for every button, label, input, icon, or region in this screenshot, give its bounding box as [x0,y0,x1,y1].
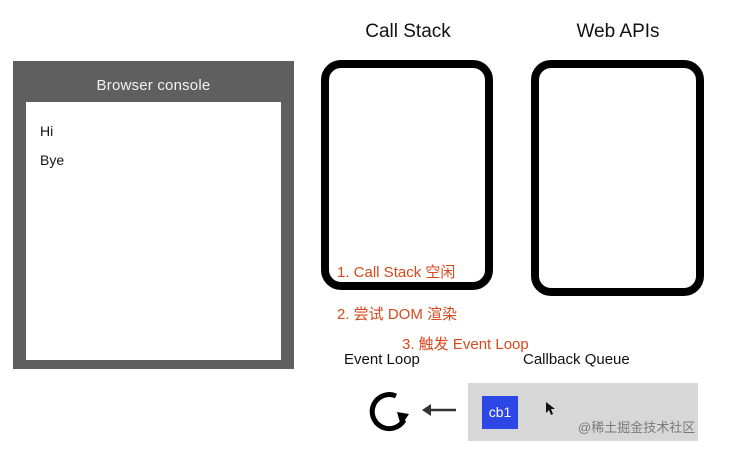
console-line: Bye [40,152,65,168]
step-trigger-event-loop: 3. 触发 Event Loop [402,336,529,353]
web-apis-heading: Web APIs [576,21,660,42]
browser-console: Browser console Hi Bye [13,61,294,369]
watermark: @稀土掘金技术社区 [578,420,696,435]
call-stack-heading: Call Stack [365,21,451,42]
web-apis-box [531,60,704,296]
circular-arrow-icon [369,392,409,432]
mouse-cursor-icon [546,402,555,415]
callback-queue: cb1 [468,383,698,441]
step-try-dom-render: 2. 尝试 DOM 渲染 [337,306,458,323]
step-call-stack-idle: 1. Call Stack 空闲 [337,264,456,281]
event-loop-label: Event Loop [344,351,420,368]
console-title: Browser console [96,77,211,94]
console-output: Hi Bye [26,102,281,360]
left-arrow-icon [422,404,456,416]
queue-item-cb1: cb1 [482,396,518,429]
callback-queue-label: Callback Queue [523,351,630,368]
console-line: Hi [40,123,54,139]
call-stack-box [321,60,493,290]
